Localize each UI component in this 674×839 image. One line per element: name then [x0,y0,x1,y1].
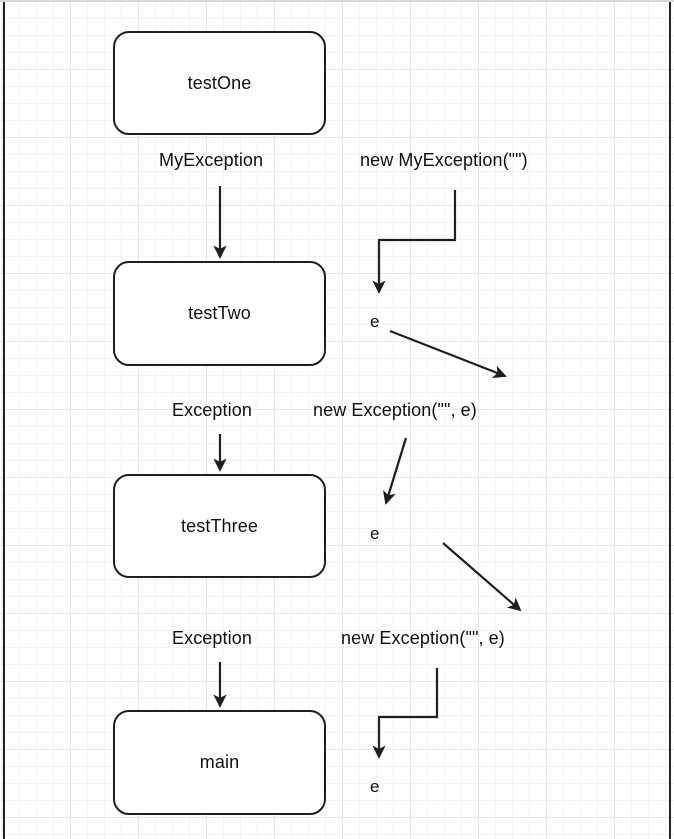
exception-construct-label: new Exception("", e) [341,628,505,648]
edge-diagonal-e2-to-new-exception3[interactable] [442,542,522,612]
node-label: main [199,752,240,772]
node-main[interactable]: main [113,710,326,815]
edge-diagonal-new-exception2-to-e2[interactable] [383,437,408,505]
node-testtwo[interactable]: testTwo [113,261,326,366]
exception-construct-label: new MyException("") [360,150,528,170]
page-border-top [0,0,674,2]
exception-variable-label: e [370,777,380,796]
throw-type-label: Exception [172,400,252,420]
page-border-right [669,0,671,839]
edge-elbow-new-myexception-to-e1[interactable] [372,190,457,294]
node-testone[interactable]: testOne [113,31,326,135]
exception-variable-label: e [370,524,380,543]
node-label: testOne [187,72,252,93]
exception-variable-label: e [370,312,380,331]
edge-diagonal-e1-to-new-exception2[interactable] [389,329,507,379]
node-label: testTwo [188,303,251,323]
node-testthree[interactable]: testThree [113,474,326,578]
throw-type-label: Exception [172,628,252,648]
page-border-left [3,0,5,839]
throw-type-label: MyException [159,150,264,170]
edge-elbow-new-exception3-to-e3[interactable] [372,668,439,759]
node-label: testThree [181,515,258,536]
exception-construct-label: new Exception("", e) [313,400,477,420]
